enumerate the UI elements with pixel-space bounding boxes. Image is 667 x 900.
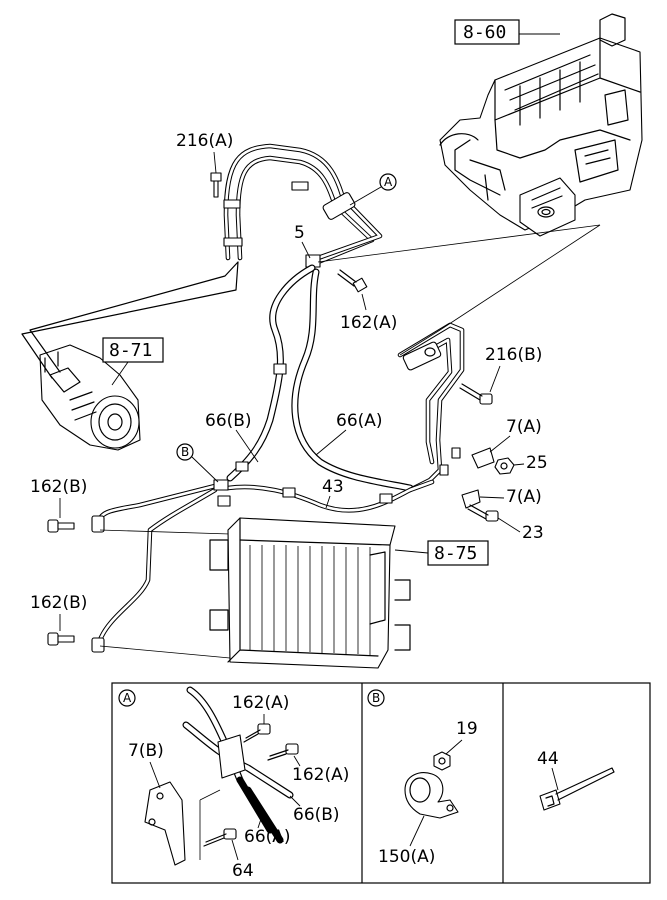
callout-216a: 216(A)	[176, 131, 233, 151]
detail-panel-c: 44	[537, 749, 615, 811]
hose-66a-drawing	[291, 268, 414, 492]
detail-marker-b-circle	[176, 443, 194, 461]
panel-a-162a-top: 162(A)	[232, 693, 289, 713]
ref-condenser: 8-75	[434, 543, 477, 564]
callout-7a-upper: 7(A)	[506, 417, 542, 437]
liquid-pipe-drawing	[91, 479, 231, 653]
bolt-23-drawing	[467, 504, 499, 522]
clip-7a-lower-drawing	[461, 489, 481, 509]
ref-box-condenser	[427, 540, 489, 566]
callout-162a-main: 162(A)	[340, 313, 397, 333]
panel-a-66a: 66(A)	[244, 827, 291, 847]
bolt-162b-lower-drawing	[47, 632, 75, 646]
nut-25-drawing	[494, 457, 515, 475]
panel-b-19: 19	[456, 719, 478, 739]
panel-a-64: 64	[232, 861, 254, 881]
pipe-43-drawing	[225, 479, 435, 513]
panel-c-44: 44	[537, 749, 559, 769]
detail-panel-b: B 19 150(A)	[367, 689, 478, 867]
callout-162b-lower: 162(B)	[30, 593, 87, 613]
upper-pipe-assembly	[223, 143, 383, 268]
detail-panels-frame	[111, 682, 651, 884]
callout-7a-lower: 7(A)	[506, 487, 542, 507]
panel-a-7b: 7(B)	[128, 741, 164, 761]
compressor-link-outline	[21, 261, 239, 379]
callout-25: 25	[526, 453, 548, 473]
ref-box-hvac	[454, 19, 520, 45]
callout-5: 5	[294, 223, 305, 243]
callout-66b: 66(B)	[205, 411, 252, 431]
ref-box-compressor	[102, 337, 164, 363]
detail-panel-a: A 162(A) 7(B) 162(A) 66(B) 66(A) 64	[118, 686, 349, 881]
marker-a: A	[384, 175, 393, 189]
right-pipe-assembly	[397, 322, 465, 493]
bolt-162b-upper-drawing	[47, 519, 75, 533]
panel-b-150a: 150(A)	[378, 847, 435, 867]
panel-a-66b: 66(B)	[293, 805, 340, 825]
bolt-216a-drawing	[210, 172, 222, 198]
ref-compressor: 8-71	[109, 340, 152, 361]
ref-hvac-unit: 8-60	[463, 22, 506, 43]
hvac-unit-drawing	[439, 13, 643, 237]
leader-compressor	[111, 361, 129, 386]
callout-43: 43	[322, 477, 344, 497]
callout-23: 23	[522, 523, 544, 543]
link-hvac-line	[317, 224, 601, 263]
compressor-drawing	[39, 344, 141, 451]
condenser-drawing	[209, 517, 411, 669]
marker-b: B	[181, 445, 189, 459]
bolt-162a-drawing	[337, 269, 368, 293]
panel-a-162a-right: 162(A)	[292, 765, 349, 785]
callout-66a: 66(A)	[336, 411, 383, 431]
bolt-216b-drawing	[459, 383, 493, 405]
clip-7a-upper-drawing	[471, 447, 495, 469]
callout-216b: 216(B)	[485, 345, 542, 365]
panel-a-marker: A	[123, 691, 132, 705]
detail-marker-a-circle	[379, 173, 397, 191]
callout-162b-upper: 162(B)	[30, 477, 87, 497]
panel-b-marker: B	[372, 691, 380, 705]
